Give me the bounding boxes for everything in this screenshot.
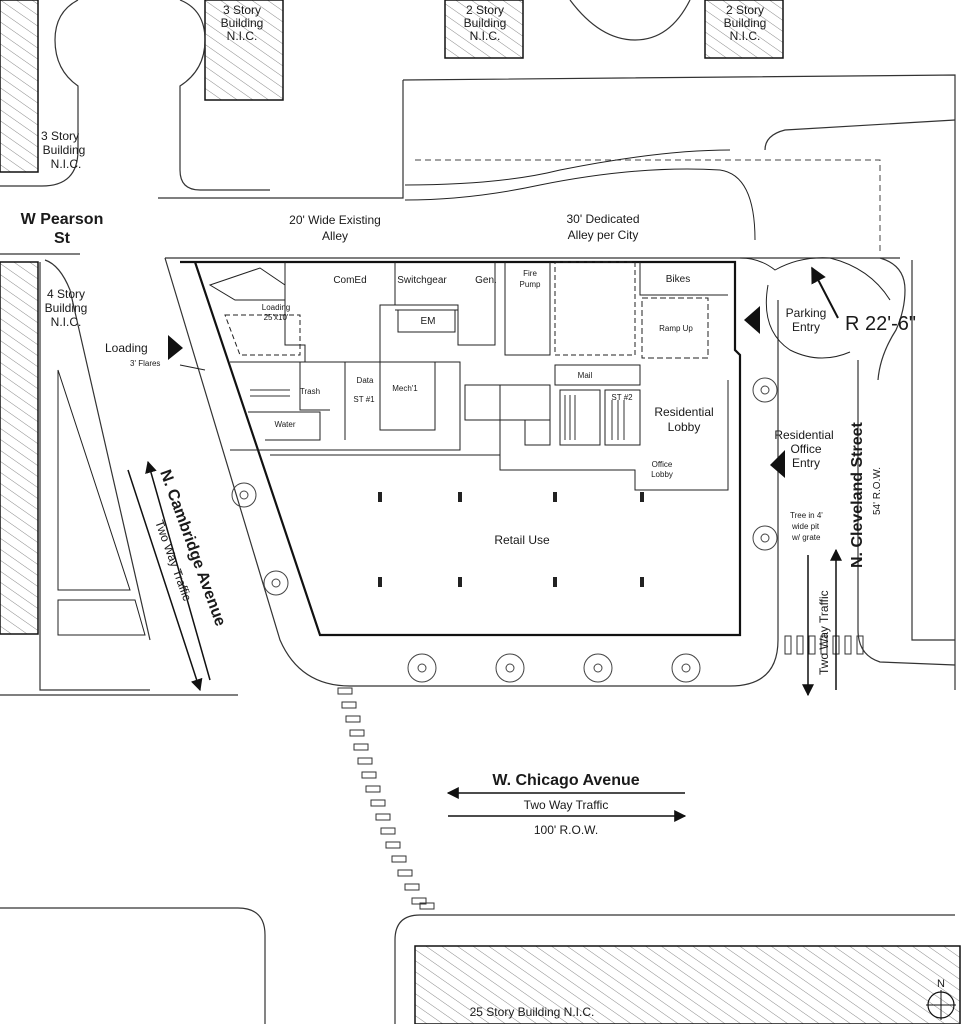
label-left-4-building: Building <box>45 301 88 315</box>
label-top-right-2-story: 2 Story <box>726 3 764 17</box>
room-mech: Mech'1 <box>392 384 418 393</box>
parking-entry-marker <box>744 306 760 334</box>
alley-dedicated-label-2: Alley per City <box>568 228 639 242</box>
property-line <box>164 257 900 687</box>
room-loading-dock-size: 25'x10' <box>264 313 289 322</box>
parking-entry-label: Parking <box>786 306 827 320</box>
stair-treads <box>250 389 625 440</box>
parking-entry-radius <box>739 257 891 359</box>
room-stair-1: ST #1 <box>353 395 375 404</box>
room-residential-lobby: Residential <box>654 405 713 419</box>
building-top-right <box>704 0 784 59</box>
traffic-arrows <box>127 460 842 822</box>
neighbor-labels: 3 Story Building N.I.C. 2 Story Building… <box>41 3 766 1019</box>
building-left-4 <box>0 261 39 635</box>
street-name-pearson: W Pearson <box>21 211 104 228</box>
room-trash: Trash <box>300 387 320 396</box>
room-fire-pump: Fire <box>523 269 537 278</box>
room-labels: ComEd Switchgear Gen. Fire Pump Bikes EM… <box>262 269 714 547</box>
tree-pit-note-3: w/ grate <box>791 533 821 542</box>
label-top-mid-building: Building <box>464 16 507 30</box>
parking-radius-label: R 22'-6" <box>845 313 916 335</box>
cleveland-traffic-note: Two Way Traffic <box>817 590 831 675</box>
label-top-left-nic: N.I.C. <box>227 29 258 43</box>
room-generator: Gen. <box>475 275 497 286</box>
res-office-entry-label: Residential <box>774 428 833 442</box>
room-data: Data <box>357 376 374 385</box>
north-label: N <box>937 978 945 990</box>
street-name-pearson-st: St <box>54 230 71 247</box>
label-bottom-25-story: 25 Story Building N.I.C. <box>470 1005 595 1019</box>
building-bottom-25 <box>414 945 961 1024</box>
alley-existing-label: 20' Wide Existing <box>289 213 381 227</box>
loading-entry-marker <box>168 335 183 360</box>
chicago-row-note: 100' R.O.W. <box>534 823 598 837</box>
crosswalk-chicago <box>337 687 435 910</box>
label-top-mid-nic: N.I.C. <box>470 29 501 43</box>
label-top-left-building: Building <box>221 16 264 30</box>
cambridge-arrow-up <box>145 460 211 681</box>
room-bikes: Bikes <box>666 274 690 285</box>
label-top-left-3-story: 3 Story <box>223 3 261 17</box>
building-top-mid <box>444 0 524 59</box>
columns <box>378 492 644 587</box>
room-em: EM <box>421 316 436 327</box>
room-comed: ComEd <box>333 275 366 286</box>
office-entry-marker <box>770 450 785 478</box>
building-footprint <box>164 257 900 687</box>
label-top-right-nic: N.I.C. <box>730 29 761 43</box>
room-water: Water <box>274 420 295 429</box>
cleveland-row-note: 54' R.O.W. <box>872 467 883 515</box>
label-left-3-nic: N.I.C. <box>51 157 82 171</box>
room-residential-lobby-2: Lobby <box>668 420 701 434</box>
street-name-chicago: W. Chicago Avenue <box>492 772 639 789</box>
loading-annotation: Loading <box>105 341 148 355</box>
label-left-3-building: Building <box>43 143 86 157</box>
room-stair-2: ST #2 <box>611 393 633 402</box>
room-office-lobby: Office <box>652 460 673 469</box>
label-top-right-building: Building <box>724 16 767 30</box>
entry-markers <box>168 306 785 478</box>
room-retail-use: Retail Use <box>494 533 550 547</box>
flares-annotation: 3' Flares <box>130 359 160 368</box>
chicago-traffic-note: Two Way Traffic <box>524 798 609 812</box>
room-fire-pump-2: Pump <box>520 280 541 289</box>
room-switchgear: Switchgear <box>397 275 447 286</box>
parking-entry-label-2: Entry <box>792 320 820 334</box>
res-office-entry-label-2: Office <box>790 442 821 456</box>
room-ramp-up: Ramp Up <box>659 324 693 333</box>
cambridge-arrow-down <box>127 469 203 692</box>
alley-dedicated-label: 30' Dedicated <box>566 212 639 226</box>
label-top-mid-2-story: 2 Story <box>466 3 504 17</box>
label-left-4-nic: N.I.C. <box>51 315 82 329</box>
tree-pit-note-2: wide pit <box>791 522 820 531</box>
tree-pit-note: Tree in 4' <box>790 511 823 520</box>
building-top-left <box>204 0 284 101</box>
street-name-cleveland: N. Cleveland Street <box>849 422 866 569</box>
annotation-labels: Loading 3' Flares Parking Entry R 22'-6"… <box>105 306 945 990</box>
building-left-3 <box>0 0 39 173</box>
north-arrow <box>926 990 956 1020</box>
alley-labels: 20' Wide Existing Alley 30' Dedicated Al… <box>289 212 639 243</box>
label-left-3-story: 3 Story <box>41 129 79 143</box>
street-trees <box>231 377 778 683</box>
room-loading-dock: Loading <box>262 303 290 312</box>
res-office-entry-label-3: Entry <box>792 456 820 470</box>
label-left-4-story: 4 Story <box>47 287 85 301</box>
alley-existing-label-2: Alley <box>322 229 348 243</box>
room-office-lobby-2: Lobby <box>651 470 673 479</box>
room-mail: Mail <box>578 371 593 380</box>
